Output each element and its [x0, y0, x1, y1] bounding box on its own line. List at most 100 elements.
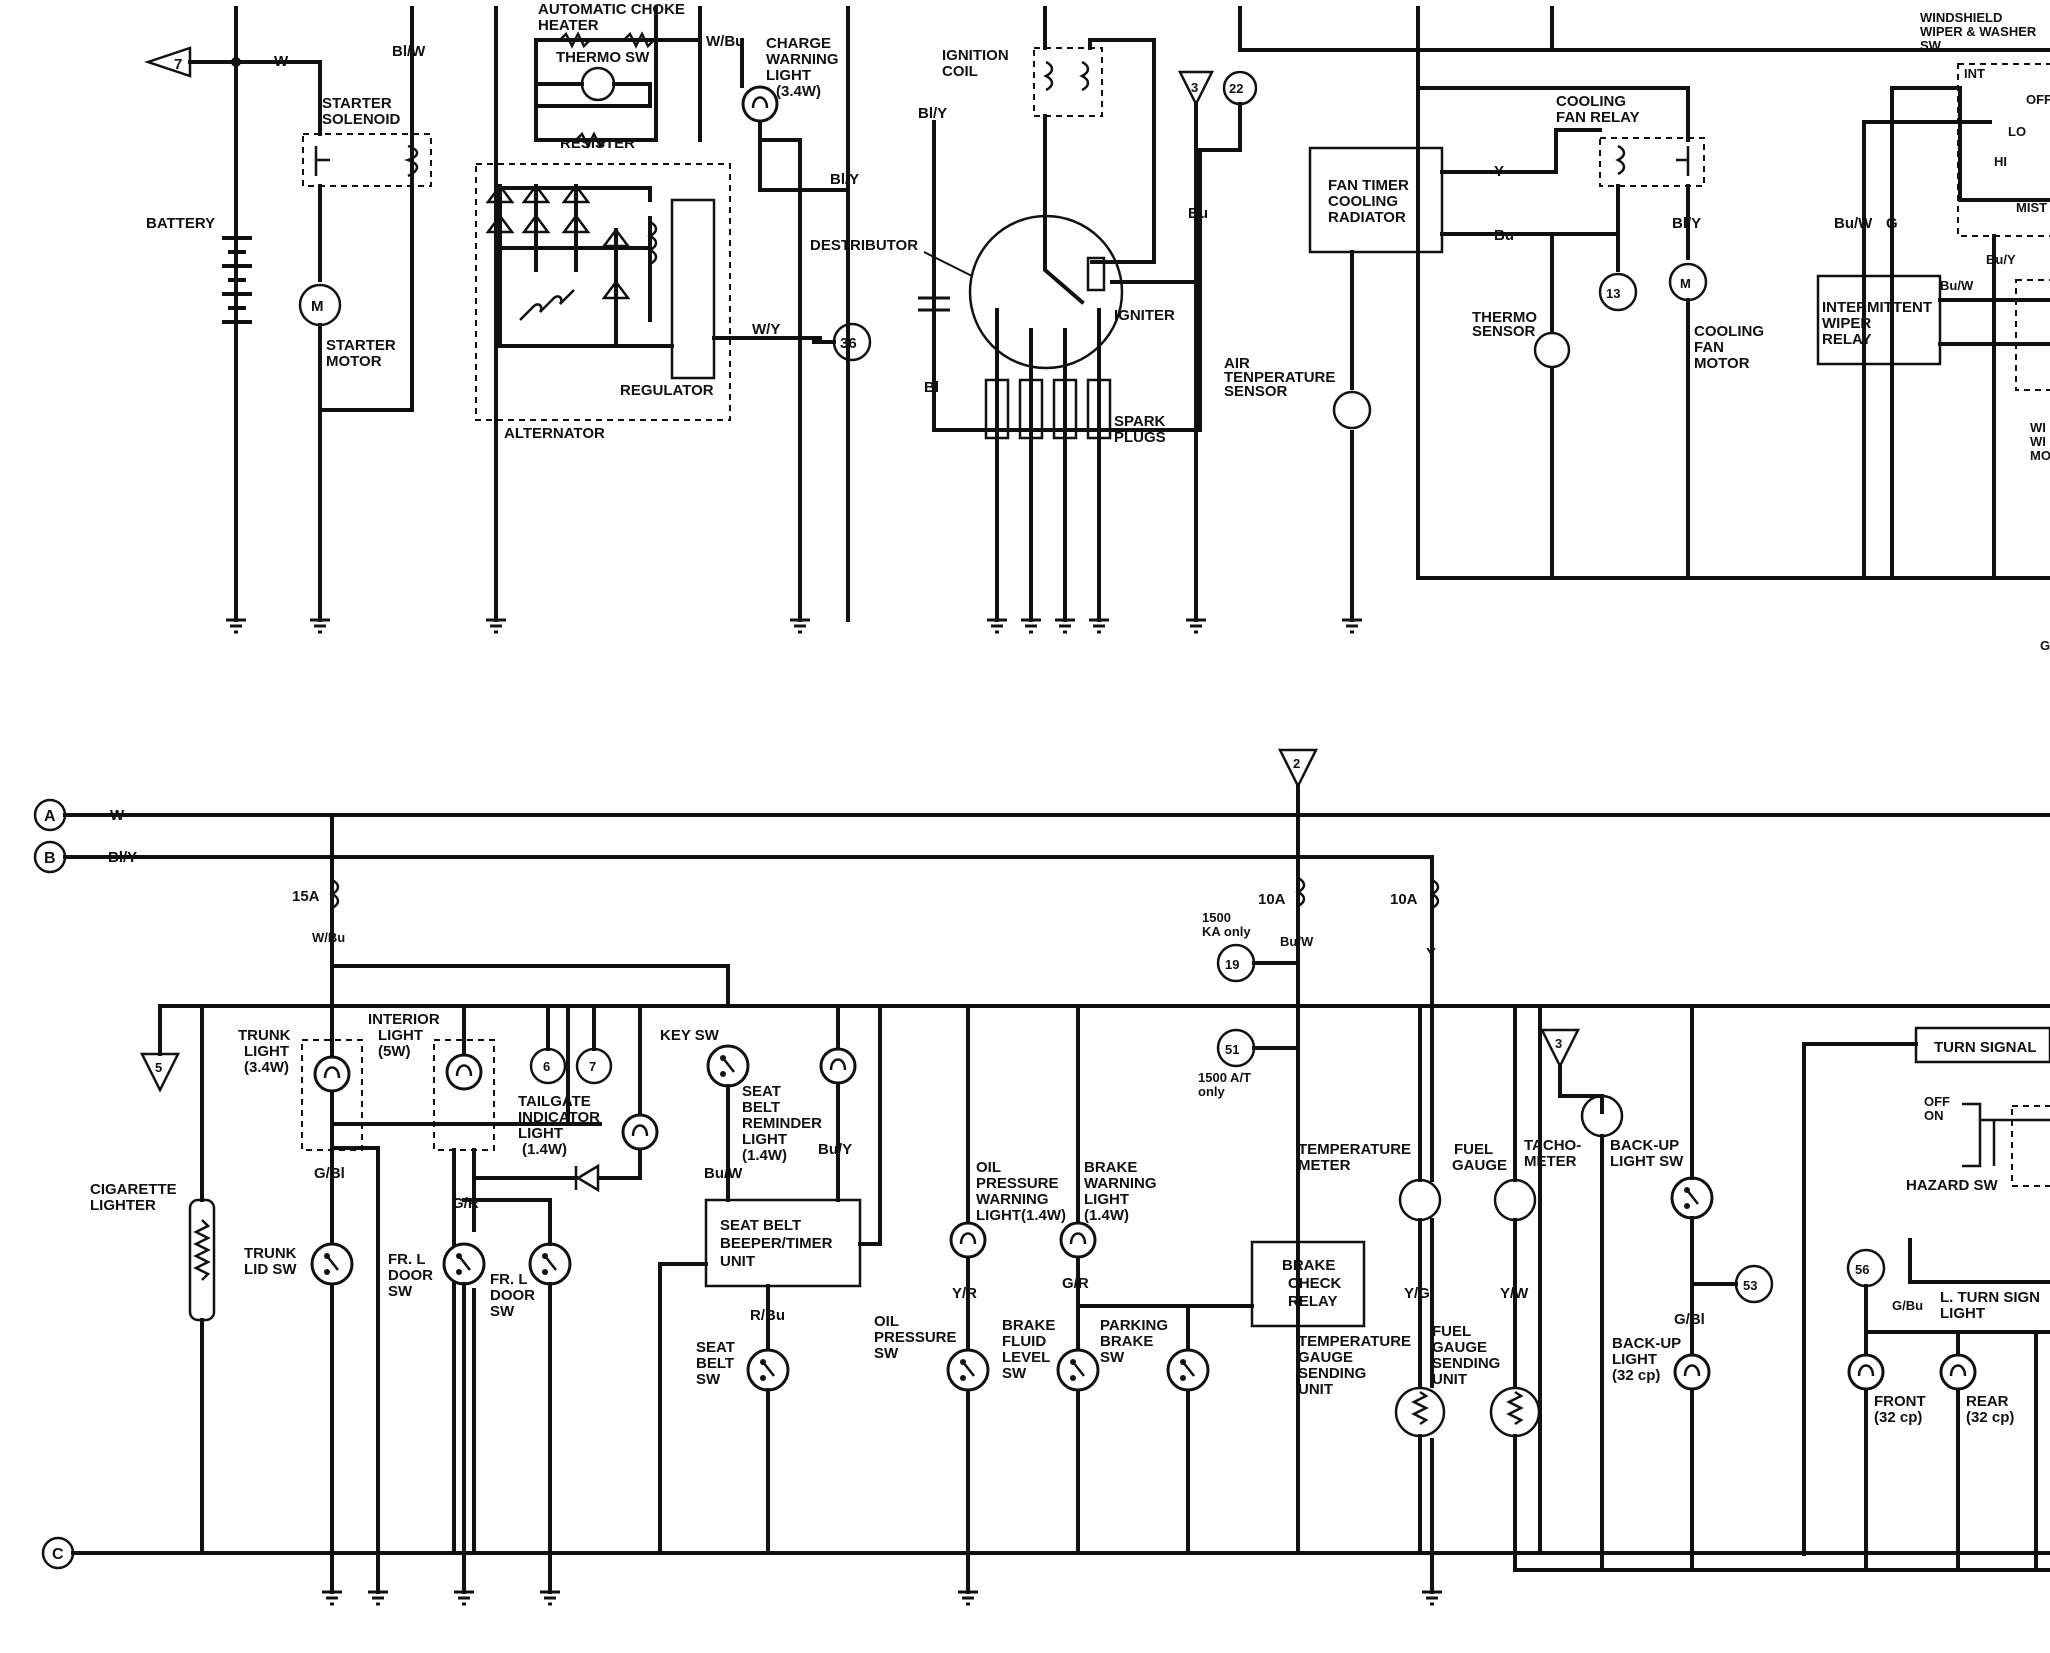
connector-2-label: 2 — [1293, 756, 1300, 771]
wire-blw-label: Bl/W — [392, 43, 426, 60]
wire-bly3-label: Bl/Y — [1672, 215, 1701, 232]
wire-buw2-label: Bu/W — [1940, 278, 1974, 293]
connector-3-lower — [1539, 1028, 1581, 1069]
spark-plugs — [984, 308, 1112, 622]
thermo-sw-icon — [580, 66, 616, 102]
rear-label: REAR(32 cp) — [1966, 1393, 2014, 1426]
wiper-motor-box — [2015, 279, 2050, 391]
cigarette-lighter — [188, 1198, 216, 1322]
connector-19-label: 19 — [1225, 957, 1239, 972]
sw-int-label: INT — [1964, 66, 1985, 81]
temperature-meter — [1398, 1178, 1442, 1222]
key-sw-label: KEY SW — [660, 1027, 720, 1044]
front-turn-light — [1847, 1353, 1885, 1391]
parking-brake-sw — [1166, 1348, 1210, 1392]
wire-g2-label: G — [2040, 638, 2050, 653]
backup-light-sw — [1670, 1176, 1714, 1220]
wire-y-label: Y — [1494, 163, 1504, 180]
air-temperature-sensor — [1332, 390, 1372, 430]
wire-buw-label-lower: Bu/W — [1280, 934, 1314, 949]
fuse-10a-2-label: 10A — [1390, 891, 1418, 908]
igniter-label: IGNITER — [1114, 307, 1175, 324]
battery-label: BATTERY — [146, 215, 215, 232]
hazard-sw-label: HAZARD SW — [1906, 1177, 1998, 1194]
wire-yw-label: Y/W — [1500, 1285, 1529, 1302]
wire-bl-label: Bl — [924, 379, 939, 396]
wire-buw-label: Bu/W — [1834, 215, 1873, 232]
connector-22-label: 22 — [1229, 81, 1243, 96]
connector-2 — [1277, 748, 1319, 789]
connector-3-upper — [1177, 70, 1215, 107]
backup-light — [1673, 1353, 1711, 1391]
bus-b-label: B — [44, 850, 56, 867]
alternator-label: ALTERNATOR — [504, 425, 605, 442]
bus-c-label: C — [52, 1546, 64, 1563]
trunk-light — [313, 1055, 351, 1093]
wire-bu2-label: Bu — [1494, 227, 1514, 244]
regulator-box — [670, 198, 716, 380]
connector-7 — [144, 46, 192, 78]
bus-b-wire-label: Bl/Y — [108, 849, 137, 866]
sw-hi-label: HI — [1994, 154, 2007, 169]
alternator-box — [475, 163, 731, 421]
fuel-gauge-meter — [1493, 1178, 1537, 1222]
seat-belt-reminder-light — [819, 1047, 857, 1085]
connector-36-label: 36 — [840, 335, 857, 352]
wire-buy-lower-label: Bu/Y — [818, 1141, 852, 1158]
windshield-sw-box — [1957, 63, 2050, 237]
front-label: FRONT(32 cp) — [1874, 1393, 1926, 1426]
wire-wy-label: W/Y — [752, 321, 780, 338]
trunk-lid-sw — [310, 1242, 354, 1286]
connector-56-label: 56 — [1855, 1262, 1869, 1277]
wire-wbu-lower-label: W/Bu — [312, 930, 345, 945]
turn-signal-label: TURN SIGNAL — [1934, 1039, 2037, 1056]
wire-bly2-label: Bl/Y — [918, 105, 947, 122]
connector-13 — [1598, 272, 1638, 312]
thermo-sw-label: THERMO SW — [556, 49, 650, 66]
wire-gbu-label: G/Bu — [1892, 1298, 1923, 1313]
wire-w-label: W — [274, 53, 289, 70]
connector-7-label: 7 — [174, 56, 182, 73]
tacho-label: TACHO-METER — [1524, 1137, 1581, 1170]
cooling-fan-relay — [1599, 137, 1705, 187]
key-sw — [706, 1044, 750, 1088]
sw-lo-label: LO — [2008, 124, 2026, 139]
brake-fluid-level-sw — [1056, 1348, 1100, 1392]
tailgate-indicator-light — [621, 1113, 659, 1151]
fr-l-door-sw-2 — [528, 1242, 572, 1286]
turn-signal-box — [1914, 1026, 2050, 1064]
connector-53-label: 53 — [1743, 1278, 1757, 1293]
intermittent-wiper-relay — [1816, 274, 1942, 366]
wire-gr-label: G/R — [452, 1195, 479, 1212]
